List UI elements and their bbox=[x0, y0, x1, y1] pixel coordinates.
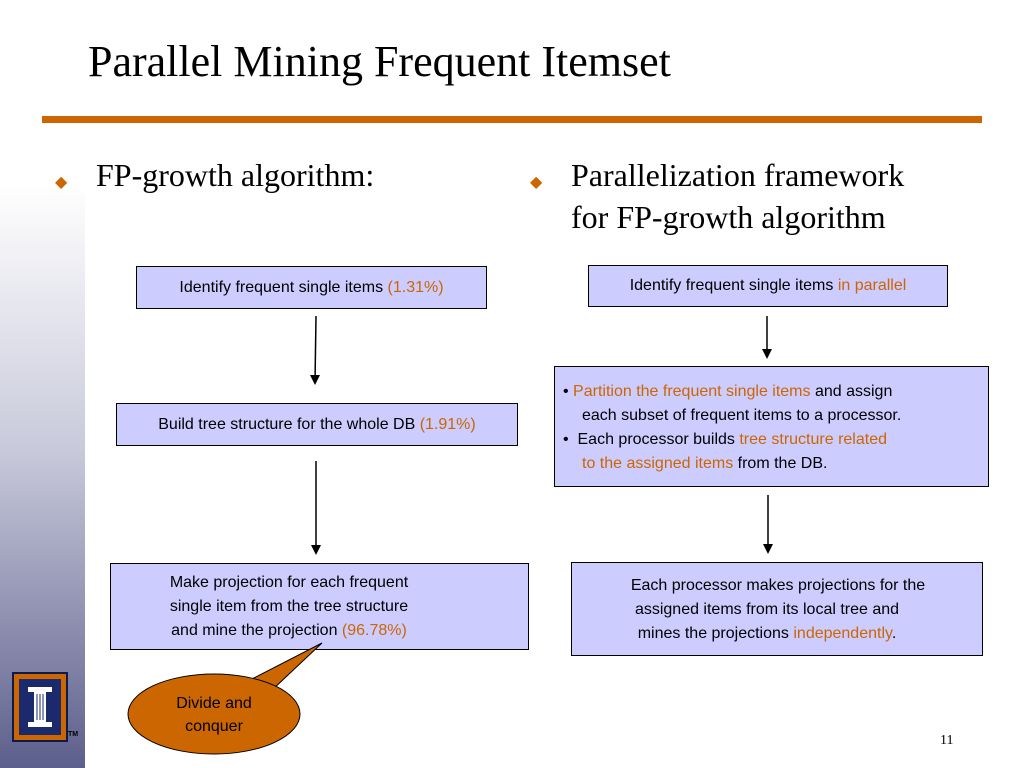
right-step1-highlight: in parallel bbox=[837, 277, 907, 294]
diamond-bullet-icon: ◆ bbox=[55, 174, 68, 191]
right-step2-item1-highlight: Partition the frequent single items bbox=[573, 383, 811, 400]
left-step1-box: Identify frequent single items (1.31%) bbox=[136, 266, 487, 309]
diamond-bullet-icon: ◆ bbox=[530, 174, 543, 191]
right-step2-item2-highlight: tree structure related bbox=[739, 431, 887, 448]
right-step3-end: . bbox=[891, 625, 897, 642]
left-step3-box: Make projection for each frequent single… bbox=[110, 563, 529, 650]
right-step3-line2: assigned items from its local tree and bbox=[634, 601, 900, 618]
right-step3-highlight: independently bbox=[793, 625, 892, 642]
bullet-dot-icon: • bbox=[563, 431, 578, 448]
right-step2-box: • Partition the frequent single items an… bbox=[554, 366, 989, 487]
left-step1-text: Identify frequent single items bbox=[179, 279, 388, 296]
down-arrow-right-2 bbox=[763, 495, 773, 554]
slide-title: Parallel Mining Frequent Itemset bbox=[88, 37, 671, 86]
down-arrow-right-1 bbox=[762, 316, 772, 359]
right-bullet-line1: Parallelization framework bbox=[571, 157, 905, 193]
left-side-gradient-band bbox=[0, 185, 85, 768]
callout-line1: Divide and bbox=[176, 695, 252, 712]
left-step3-line3: and mine the projection (96.78%) bbox=[111, 619, 467, 643]
callout-line2: conquer bbox=[185, 718, 243, 735]
left-step3-percent: (96.78%) bbox=[341, 622, 407, 639]
right-step2-item1: • Partition the frequent single items an… bbox=[563, 380, 892, 404]
left-step3-line1: Make projection for each frequent bbox=[169, 574, 409, 591]
left-step2-text: Build tree structure for the whole DB bbox=[158, 416, 420, 433]
right-step3-box: Each processor makes projections for the… bbox=[571, 562, 983, 656]
left-step2-percent: (1.91%) bbox=[419, 416, 476, 433]
right-step3-line1: Each processor makes projections for the bbox=[630, 577, 926, 594]
bullet-dot-icon: • bbox=[563, 383, 574, 400]
title-underline-rule bbox=[42, 116, 982, 123]
left-step3-line2: single item from the tree structure bbox=[169, 598, 409, 615]
down-arrow-left-2 bbox=[311, 461, 321, 555]
right-step1-box: Identify frequent single items in parall… bbox=[588, 265, 948, 307]
right-step2-item1-line2: each subset of frequent items to a proce… bbox=[582, 407, 902, 424]
university-column-logo-icon bbox=[12, 672, 68, 742]
right-bullet-line2: for FP-growth algorithm bbox=[571, 199, 886, 235]
right-step2-item2-highlight-line2: to the assigned items bbox=[582, 455, 734, 472]
right-step2-item1-rest: and assign bbox=[810, 383, 893, 400]
page-number: 11 bbox=[940, 733, 954, 748]
down-arrow-left-1 bbox=[310, 315, 320, 385]
left-step1-percent: (1.31%) bbox=[387, 279, 444, 296]
callout-text: Divide and conquer bbox=[144, 692, 284, 738]
right-step1-text: Identify frequent single items bbox=[629, 277, 838, 294]
right-step2-item2-rest: from the DB. bbox=[733, 455, 828, 472]
left-bullet-text: FP-growth algorithm: bbox=[96, 157, 375, 193]
right-step2-item2-text: Each processor builds bbox=[577, 431, 740, 448]
left-step2-box: Build tree structure for the whole DB (1… bbox=[116, 403, 518, 446]
right-step2-item2: • Each processor builds tree structure r… bbox=[563, 428, 887, 452]
right-step3-line3: mines the projections independently. bbox=[572, 622, 962, 646]
trademark-mark: TM bbox=[68, 731, 79, 738]
left-step3-line3-text: and mine the projection bbox=[171, 622, 342, 639]
right-step3-line3-text: mines the projections bbox=[637, 625, 794, 642]
right-step2-item2-line2: to the assigned items from the DB. bbox=[582, 452, 827, 476]
